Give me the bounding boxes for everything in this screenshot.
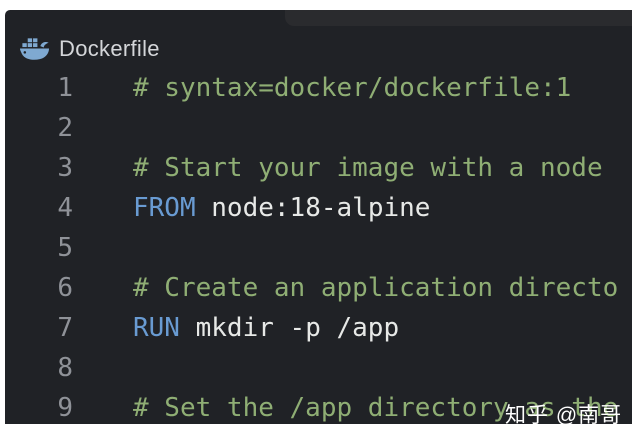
line-number: 6	[57, 273, 73, 303]
code-token: # Set the /app directory as the	[133, 393, 619, 423]
dockerfile-code-block: Dockerfile 1 # syntax=docker/dockerfile:…	[5, 10, 632, 424]
code-line: 4 FROM node:18-alpine	[5, 188, 632, 228]
code-line: 7 RUN mkdir -p /app	[5, 308, 632, 348]
code-block-header: Dockerfile	[19, 36, 160, 62]
line-number: 9	[57, 393, 73, 423]
code-text	[73, 228, 133, 268]
code-token: node:18-alpine	[211, 193, 431, 223]
line-number: 3	[57, 153, 73, 183]
code-token: # Create an application directo	[133, 273, 619, 303]
code-area: 1 # syntax=docker/dockerfile:1 2 3 # Sta…	[5, 68, 632, 424]
file-title: Dockerfile	[59, 36, 160, 61]
line-number: 2	[57, 113, 73, 143]
code-line: 9 # Set the /app directory as the	[5, 388, 632, 424]
code-line: 2	[5, 108, 632, 148]
code-text: # Set the /app directory as the	[73, 388, 618, 424]
tab-strip	[285, 10, 632, 26]
code-line: 8	[5, 348, 632, 388]
code-text: # Create an application directo	[73, 268, 618, 308]
code-text	[73, 348, 133, 388]
line-number: 8	[57, 353, 73, 383]
line-number: 5	[57, 233, 73, 263]
code-line: 3 # Start your image with a node	[5, 148, 632, 188]
code-token: mkdir -p /app	[195, 313, 400, 343]
code-token: RUN	[133, 313, 196, 343]
code-line: 1 # syntax=docker/dockerfile:1	[5, 68, 632, 108]
line-number: 1	[57, 73, 73, 103]
code-text	[73, 108, 133, 148]
code-text: RUN mkdir -p /app	[73, 308, 399, 348]
line-number: 7	[57, 313, 73, 343]
code-token: # Start your image with a node	[133, 153, 603, 183]
code-token: FROM	[133, 193, 212, 223]
code-line: 6 # Create an application directo	[5, 268, 632, 308]
code-text: # Start your image with a node	[73, 148, 603, 188]
code-text: FROM node:18-alpine	[73, 188, 430, 228]
watermark: 知乎 @南哥	[505, 404, 623, 424]
line-number: 4	[57, 193, 73, 223]
docker-whale-icon	[19, 36, 50, 62]
code-token: # syntax=docker/dockerfile:1	[133, 73, 572, 103]
code-line: 5	[5, 228, 632, 268]
code-text: # syntax=docker/dockerfile:1	[73, 68, 571, 108]
